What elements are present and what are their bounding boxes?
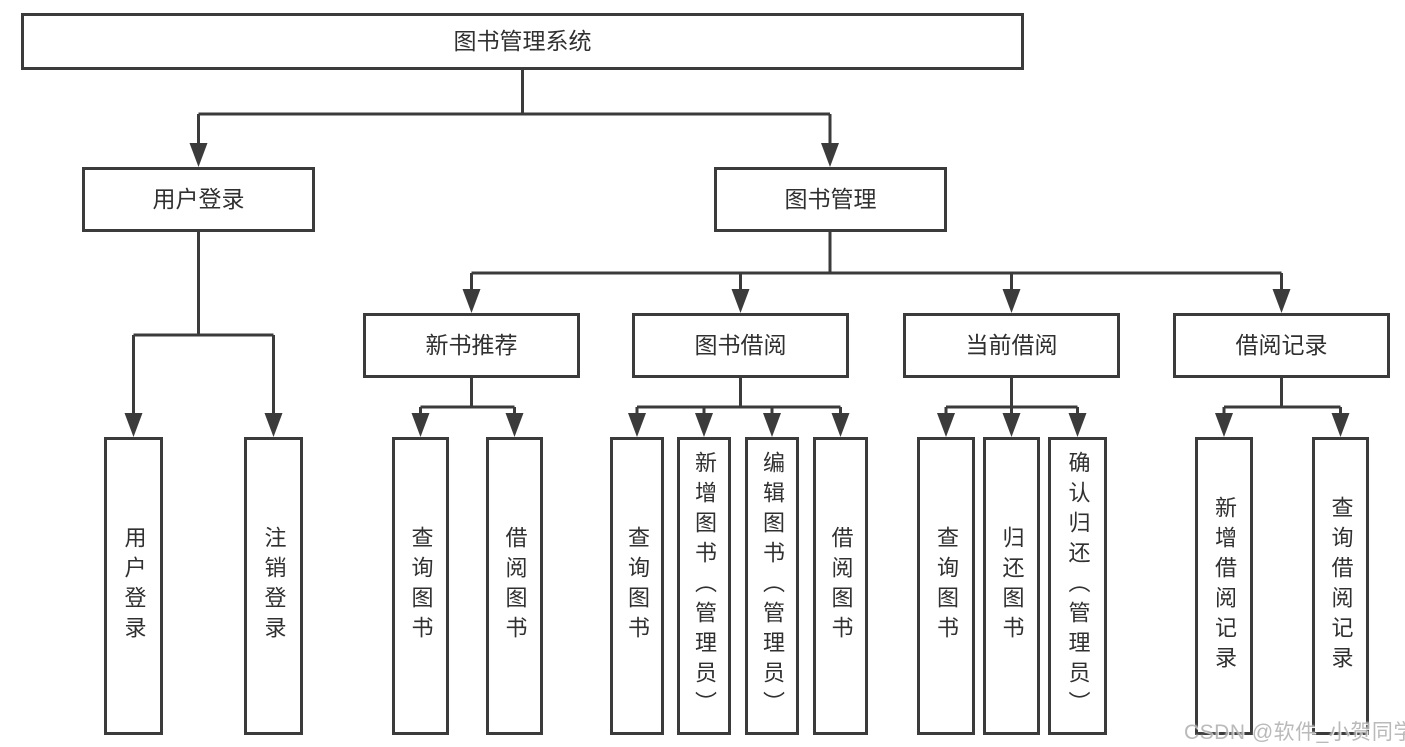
node-new-book-recommendation: 新书推荐: [363, 313, 580, 378]
leaf-query-books-borrowing: 查询图书: [610, 437, 664, 735]
leaf-edit-books-admin: 编辑图书（管理员）: [745, 437, 799, 735]
node-current-borrowing: 当前借阅: [903, 313, 1120, 378]
connector-current-children: [937, 377, 1087, 437]
node-user-login: 用户登录: [82, 167, 315, 232]
node-borrowing-records: 借阅记录: [1173, 313, 1390, 378]
leaf-borrow-books-borrowing: 借阅图书: [813, 437, 868, 735]
node-book-management: 图书管理: [714, 167, 947, 232]
connector-recommend-children: [411, 377, 524, 437]
leaf-return-books: 归还图书: [983, 437, 1040, 735]
leaf-query-books-current: 查询图书: [917, 437, 975, 735]
connector-book-management-children: [462, 232, 1291, 313]
leaf-confirm-return-admin: 确认归还（管理员）: [1048, 437, 1107, 735]
leaf-user-login: 用户登录: [104, 437, 163, 735]
leaf-borrow-books-recommend: 借阅图书: [486, 437, 543, 735]
connector-records-children: [1215, 377, 1350, 437]
connector-root-to-level2: [189, 70, 839, 167]
node-book-borrowing: 图书借阅: [632, 313, 849, 378]
leaf-add-borrow-record: 新增借阅记录: [1195, 437, 1253, 735]
csdn-watermark: CSDN @软件_小贺同学: [1184, 721, 1405, 744]
connector-user-login-children: [124, 232, 283, 437]
leaf-add-books-admin: 新增图书（管理员）: [677, 437, 731, 735]
connector-borrowing-children: [628, 377, 850, 437]
leaf-query-borrow-record: 查询借阅记录: [1312, 437, 1369, 735]
node-root: 图书管理系统: [21, 13, 1024, 70]
leaf-query-books-recommend: 查询图书: [392, 437, 449, 735]
leaf-logout-login: 注销登录: [244, 437, 303, 735]
